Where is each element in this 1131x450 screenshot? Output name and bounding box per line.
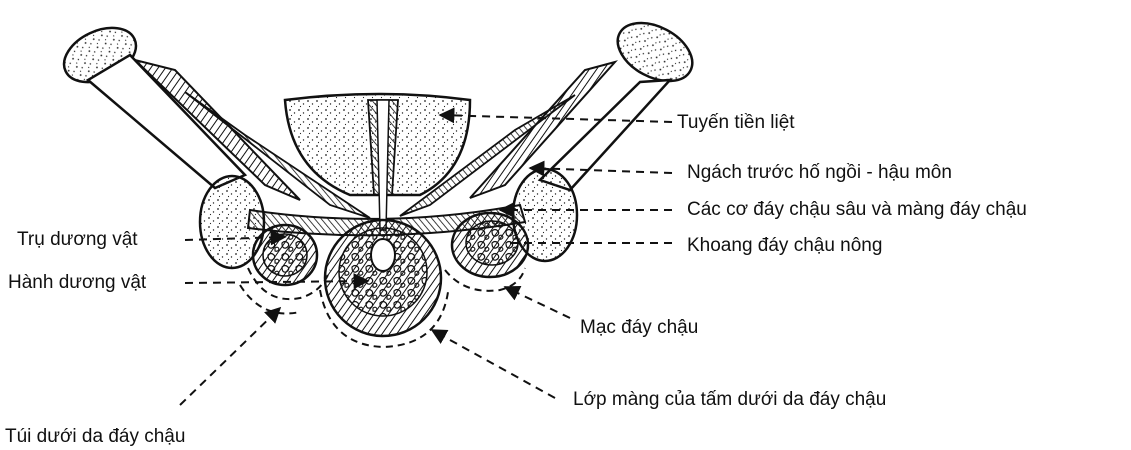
leader-lop-mang (432, 330, 555, 398)
left-ischiopubic-ramus (55, 17, 245, 188)
label-tru-duong-vat: Trụ dương vật (17, 229, 138, 251)
label-mac-day-chau: Mạc đáy chậu (580, 317, 698, 339)
label-khoang-day-chau-nong: Khoang đáy chậu nông (687, 235, 882, 257)
right-crus-of-penis (452, 213, 528, 277)
leader-mac-day-chau (505, 287, 570, 318)
leader-tui-duoi-da (180, 308, 280, 405)
bulb-of-penis (325, 220, 441, 336)
label-tuyen-tien-liet: Tuyến tiền liệt (677, 112, 795, 134)
label-lop-mang: Lớp màng của tấm dưới da đáy chậu (573, 389, 886, 411)
label-cac-co-day-chau: Các cơ đáy chậu sâu và màng đáy chậu (687, 199, 1027, 221)
label-hanh-duong-vat: Hành dương vật (8, 272, 146, 294)
label-ngach-truoc: Ngách trước hố ngồi - hậu môn (687, 162, 952, 184)
left-crus-of-penis (253, 225, 317, 285)
label-tui-duoi-da: Túi dưới da đáy chậu (5, 426, 185, 448)
